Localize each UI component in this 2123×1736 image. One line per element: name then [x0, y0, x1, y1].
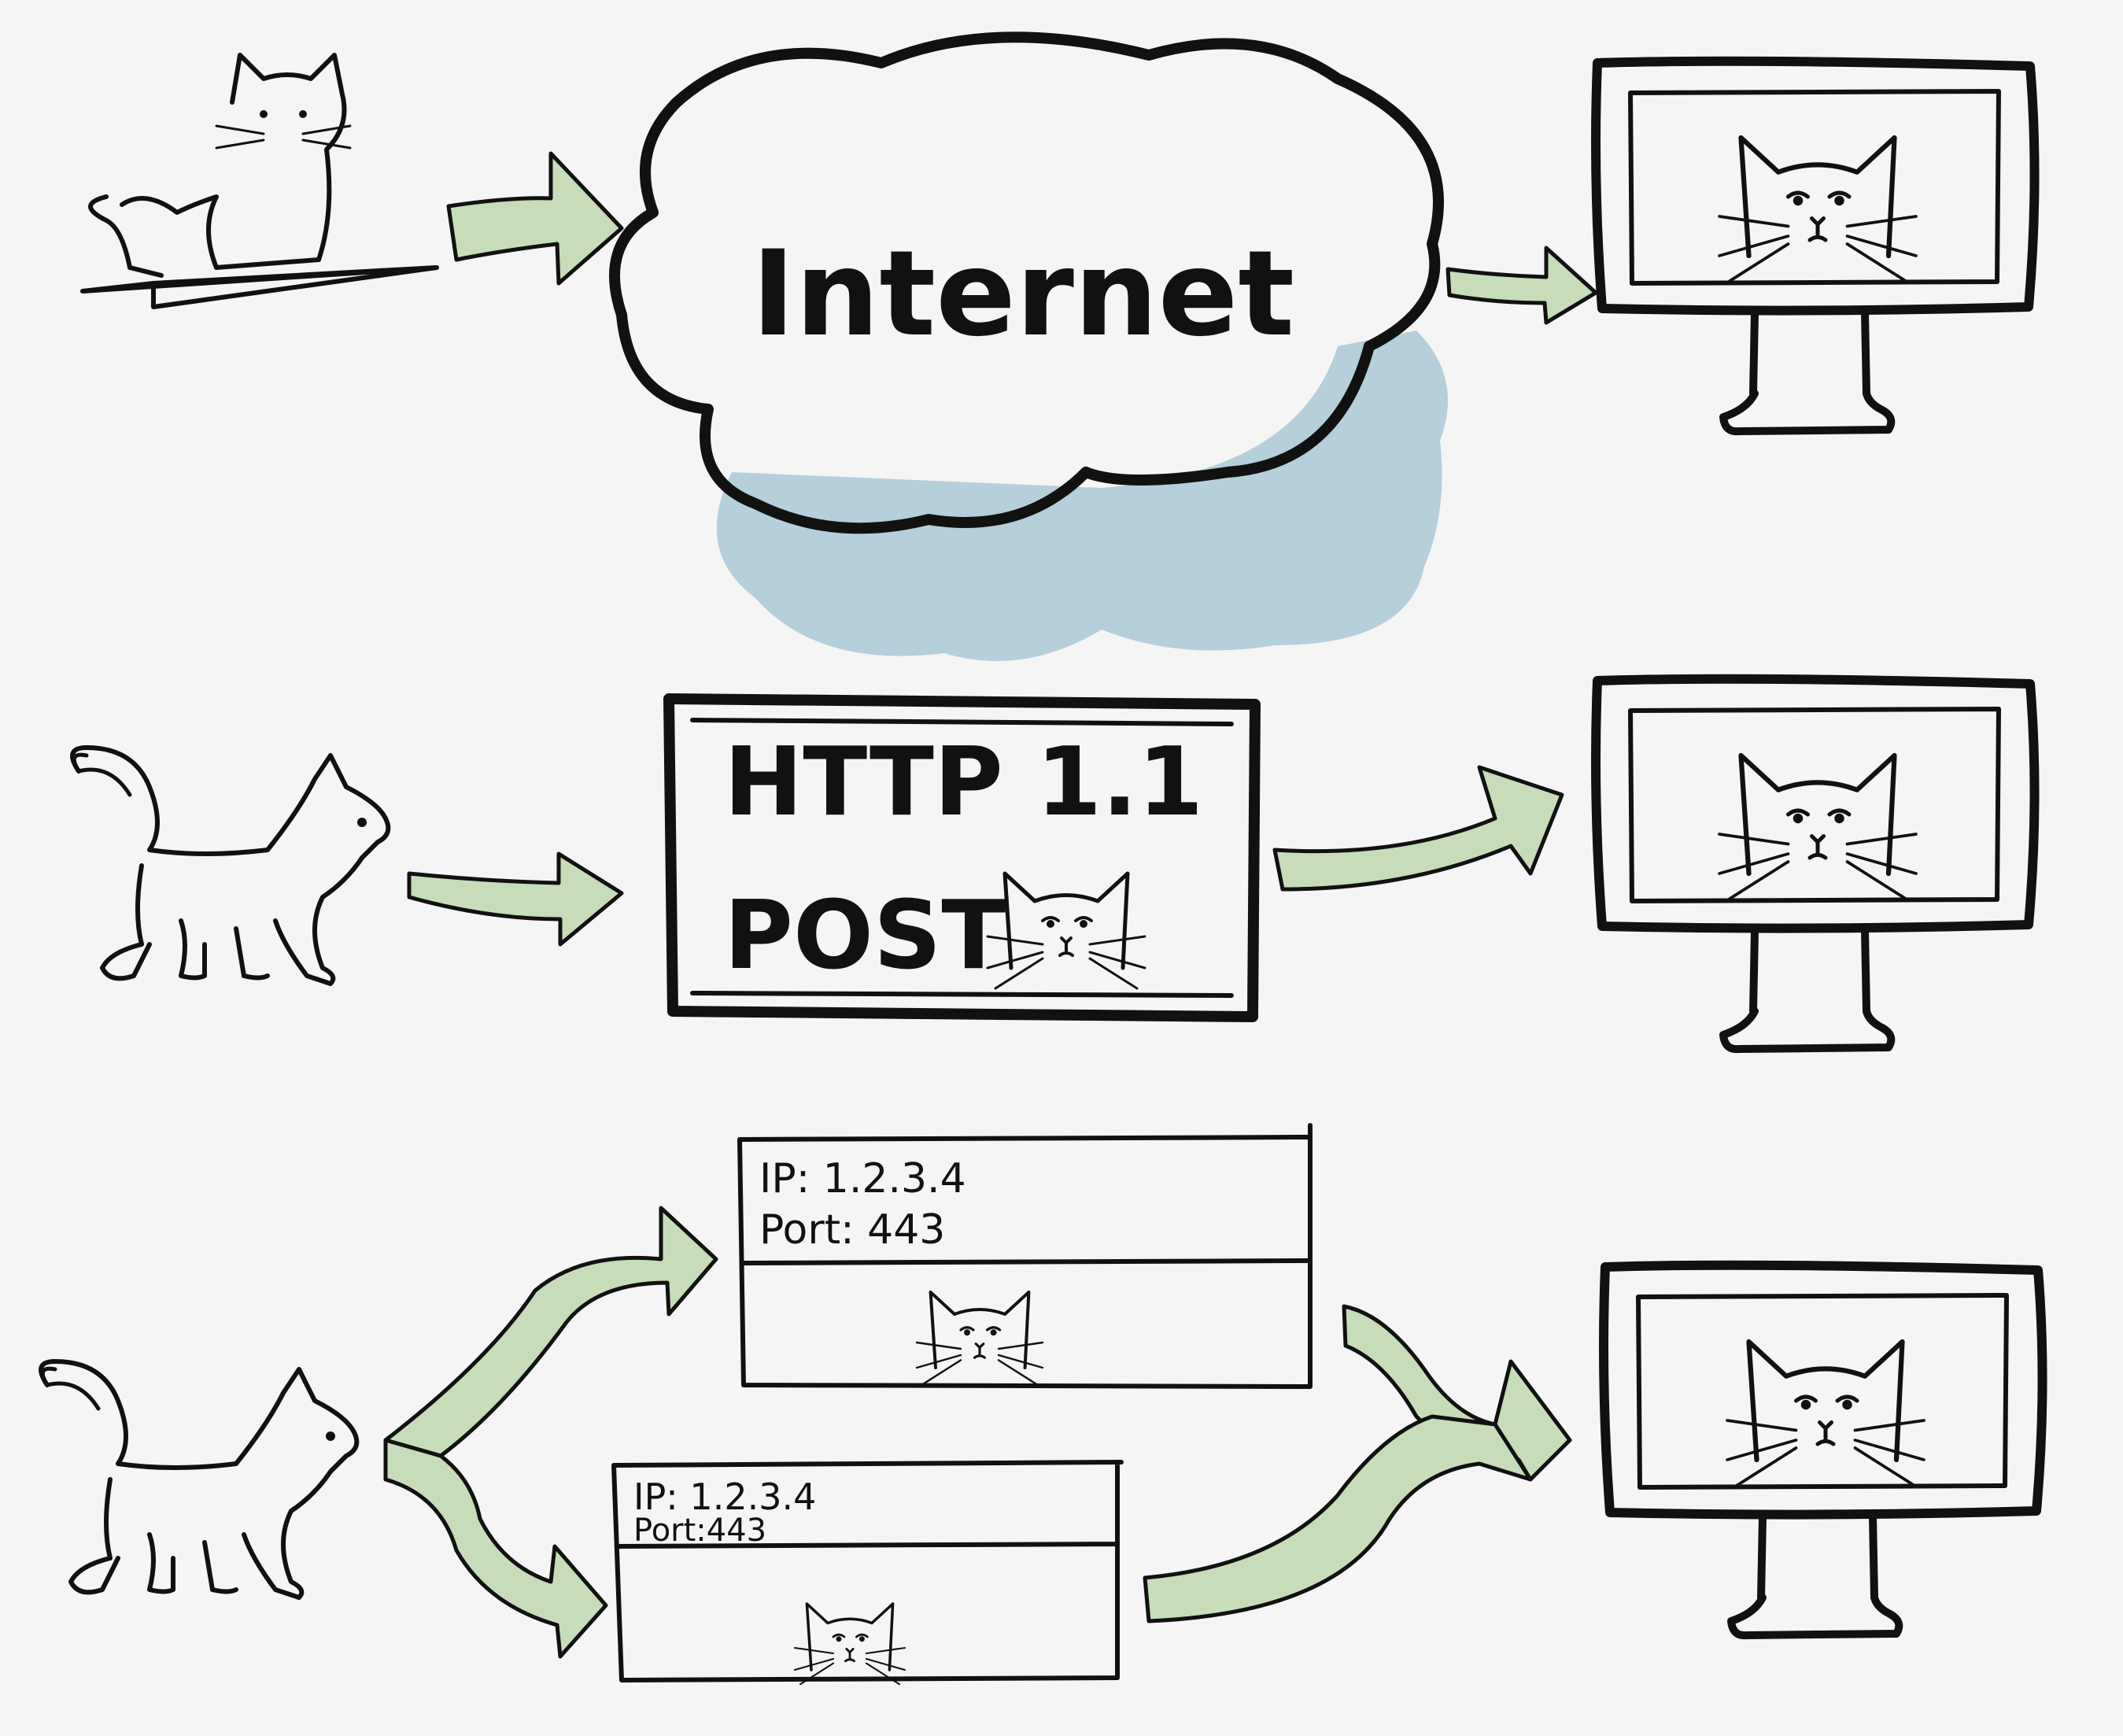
packet-top: IP: 1.2.3.4 Port: 443 — [737, 1123, 1313, 1389]
monitor-icon-row1 — [1596, 61, 2035, 431]
packet-bottom-cat-icon — [793, 1602, 906, 1686]
peeking-cat-icon — [988, 874, 1145, 988]
arrow-row2-right — [1272, 765, 1564, 892]
walking-cat-icon-row2 — [72, 748, 388, 984]
arrow-merge-bottom — [1143, 1414, 1533, 1623]
cloud-label: Internet — [751, 226, 1294, 363]
arrow-row2-left — [407, 851, 624, 947]
http-method-label: POST — [724, 881, 1006, 991]
arrow-split-up — [383, 1206, 718, 1458]
cloud-shadow — [716, 331, 1448, 661]
packet-top-cat-icon — [917, 1292, 1043, 1384]
packet-bottom: IP: 1.2.3.4 Port:443 — [611, 1460, 1124, 1686]
arrow-row1-right — [1445, 246, 1598, 325]
packet-top-ip: IP: 1.2.3.4 — [759, 1155, 966, 1202]
packet-top-port: Port: 443 — [759, 1206, 945, 1254]
walking-cat-icon-row3 — [41, 1361, 356, 1597]
packet-bottom-ip: IP: 1.2.3.4 — [633, 1476, 816, 1518]
http-version-label: HTTP 1.1 — [724, 728, 1203, 837]
internet-cloud — [609, 31, 1444, 534]
packet-bottom-port: Port:443 — [633, 1513, 766, 1549]
arrow-row1-left — [446, 151, 624, 286]
monitor-icon-row2 — [1596, 679, 2035, 1049]
monitor-icon-row3 — [1604, 1265, 2043, 1635]
arrow-split-down — [383, 1438, 608, 1659]
paper-plane-cat-icon — [83, 55, 437, 307]
http-request-box: HTTP 1.1 POST — [663, 693, 1261, 1022]
